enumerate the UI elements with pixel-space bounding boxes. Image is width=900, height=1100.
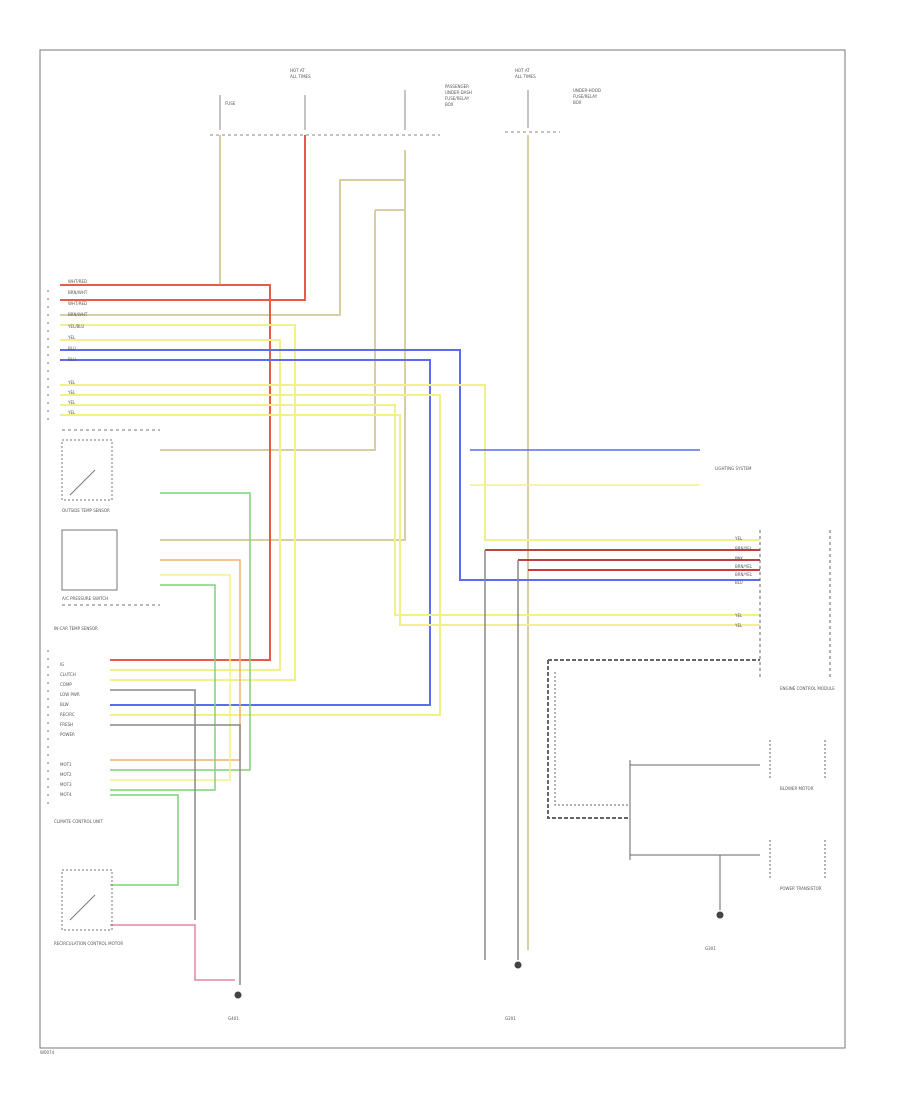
label-ground-left: G401 <box>228 1016 239 1021</box>
svg-text:BRN/YEL: BRN/YEL <box>735 572 753 577</box>
svg-text:BRN/WHT: BRN/WHT <box>68 290 88 295</box>
top-feed-wires <box>60 135 529 950</box>
svg-text:YEL: YEL <box>67 390 76 395</box>
outside-temp-sensor-box <box>61 439 113 501</box>
wire-tan-1 <box>60 135 221 286</box>
ecm-section <box>547 530 831 910</box>
svg-text:BRN/WHT: BRN/WHT <box>68 312 88 317</box>
svg-text:MOT4: MOT4 <box>60 792 72 797</box>
ground-right-dot <box>514 961 522 969</box>
fuse-b-label-1: HOT AT <box>290 68 305 73</box>
label-blower: BLOWER MOTOR <box>780 786 814 791</box>
label-ac-switch: A/C PRESSURE SWITCH <box>62 596 108 601</box>
svg-text:BLW: BLW <box>60 702 69 707</box>
svg-text:COMP: COMP <box>60 682 72 687</box>
label-outside-temp: OUTSIDE TEMP SENSOR <box>62 508 110 513</box>
wire-yellow-6 <box>60 414 760 626</box>
svg-text:MOT2: MOT2 <box>60 772 72 777</box>
label-ground-small: G301 <box>705 946 716 951</box>
wire-red-1 <box>60 284 271 661</box>
wire-red-top <box>60 135 306 301</box>
svg-text:YEL: YEL <box>67 380 76 385</box>
svg-text:IG: IG <box>60 662 64 667</box>
ground-small-dot <box>716 911 724 919</box>
svg-text:BLU: BLU <box>68 346 76 351</box>
svg-text:YEL: YEL <box>734 613 743 618</box>
fuse-b-label-2: ALL TIMES <box>290 74 311 79</box>
svg-text:MOT1: MOT1 <box>60 762 72 767</box>
svg-text:YEL: YEL <box>734 536 743 541</box>
recirc-motor-box <box>61 869 113 931</box>
fuse-e-label-3: BOX <box>573 100 582 105</box>
diagram-border <box>39 49 846 1049</box>
svg-text:YEL: YEL <box>67 400 76 405</box>
svg-text:BLU: BLU <box>68 357 76 362</box>
wire-green-3 <box>110 794 179 886</box>
svg-text:WHT/RED: WHT/RED <box>68 301 87 306</box>
top-fuse-labels: FUSE HOT AT ALL TIMES PASSENGER UNDER-DA… <box>225 68 601 107</box>
wire-yellow-8 <box>110 574 231 781</box>
ground-symbols <box>234 911 724 999</box>
label-ground-right: G201 <box>505 1016 516 1021</box>
fuse-c-label-3: FUSE/RELAY <box>445 96 470 101</box>
left-wire-labels: WHT/RED BRN/WHT WHT/RED BRN/WHT YEL/BLU … <box>67 279 88 415</box>
label-power-transistor: POWER TRANSISTOR <box>780 886 822 891</box>
fuse-c-label-4: BOX <box>445 102 454 107</box>
wire-yellow-1 <box>60 324 296 681</box>
left-harness-wires <box>60 284 760 716</box>
svg-text:BRN/YEL: BRN/YEL <box>735 564 753 569</box>
fuse-c-label-1: PASSENGER <box>445 84 469 89</box>
wire-tan-2 <box>60 150 406 316</box>
fuse-d-label-1: HOT AT <box>515 68 530 73</box>
wire-green-2 <box>110 584 216 791</box>
ccu-pin-labels: IG CLUTCH COMP LOW PWR BLW RECIRC FRESH … <box>60 662 80 797</box>
label-ccu: CLIMATE CONTROL UNIT <box>54 819 103 824</box>
wire-tan-3 <box>160 180 406 541</box>
svg-text:MOT3: MOT3 <box>60 782 72 787</box>
wire-green-1 <box>110 492 251 771</box>
ground-left-dot <box>234 991 242 999</box>
svg-text:POWER: POWER <box>60 732 75 737</box>
svg-text:PNK: PNK <box>735 556 743 561</box>
wire-blue-1 <box>60 349 760 581</box>
wire-yellow-5 <box>60 404 760 616</box>
fuse-a-label: FUSE <box>225 101 236 106</box>
wire-yellow-2 <box>60 339 281 671</box>
label-recirc: RECIRCULATION CONTROL MOTOR <box>54 941 123 946</box>
wire-tan-5 <box>160 210 376 451</box>
label-ecm: ENGINE CONTROL MODULE <box>780 686 835 691</box>
fuse-e-label-2: FUSE/RELAY <box>573 94 598 99</box>
secondary-wires <box>110 492 760 985</box>
svg-text:RECIRC: RECIRC <box>60 712 75 717</box>
svg-text:WHT/RED: WHT/RED <box>68 279 87 284</box>
fuse-symbols <box>219 90 529 130</box>
wire-yellow-4 <box>60 394 441 716</box>
component-labels: OUTSIDE TEMP SENSOR A/C PRESSURE SWITCH … <box>54 466 835 1021</box>
fuse-e-label-1: UNDER-HOOD <box>573 88 601 93</box>
footer-code: W0074 <box>40 1050 55 1055</box>
svg-text:YEL: YEL <box>67 410 76 415</box>
svg-text:CLUTCH: CLUTCH <box>60 672 76 677</box>
a-c-switch-box <box>61 529 118 591</box>
right-pin-labels: YEL BRN/YEL PNK BRN/YEL BRN/YEL BLU YEL … <box>734 536 753 628</box>
fuse-c-label-2: UNDER-DASH <box>445 90 472 95</box>
svg-text:FRESH: FRESH <box>60 722 73 727</box>
svg-text:YEL/BLU: YEL/BLU <box>67 324 84 329</box>
wire-orange-1 <box>110 559 241 761</box>
fuse-d-label-2: ALL TIMES <box>515 74 536 79</box>
svg-text:BRN/YEL: BRN/YEL <box>735 546 753 551</box>
svg-text:YEL: YEL <box>67 335 76 340</box>
svg-text:BLU: BLU <box>735 580 743 585</box>
wire-gray-2 <box>110 724 241 985</box>
left-components <box>47 290 160 931</box>
wire-gray-1 <box>110 689 196 920</box>
wire-blue-2 <box>60 359 431 706</box>
svg-text:YEL: YEL <box>734 623 743 628</box>
wire-pink-1 <box>110 924 235 981</box>
label-dash-sensor: IN-CAR TEMP SENSOR <box>54 626 98 631</box>
svg-text:LOW PWR: LOW PWR <box>60 692 80 697</box>
wire-yellow-3 <box>60 384 760 541</box>
label-lighting: LIGHTING SYSTEM <box>715 466 752 471</box>
